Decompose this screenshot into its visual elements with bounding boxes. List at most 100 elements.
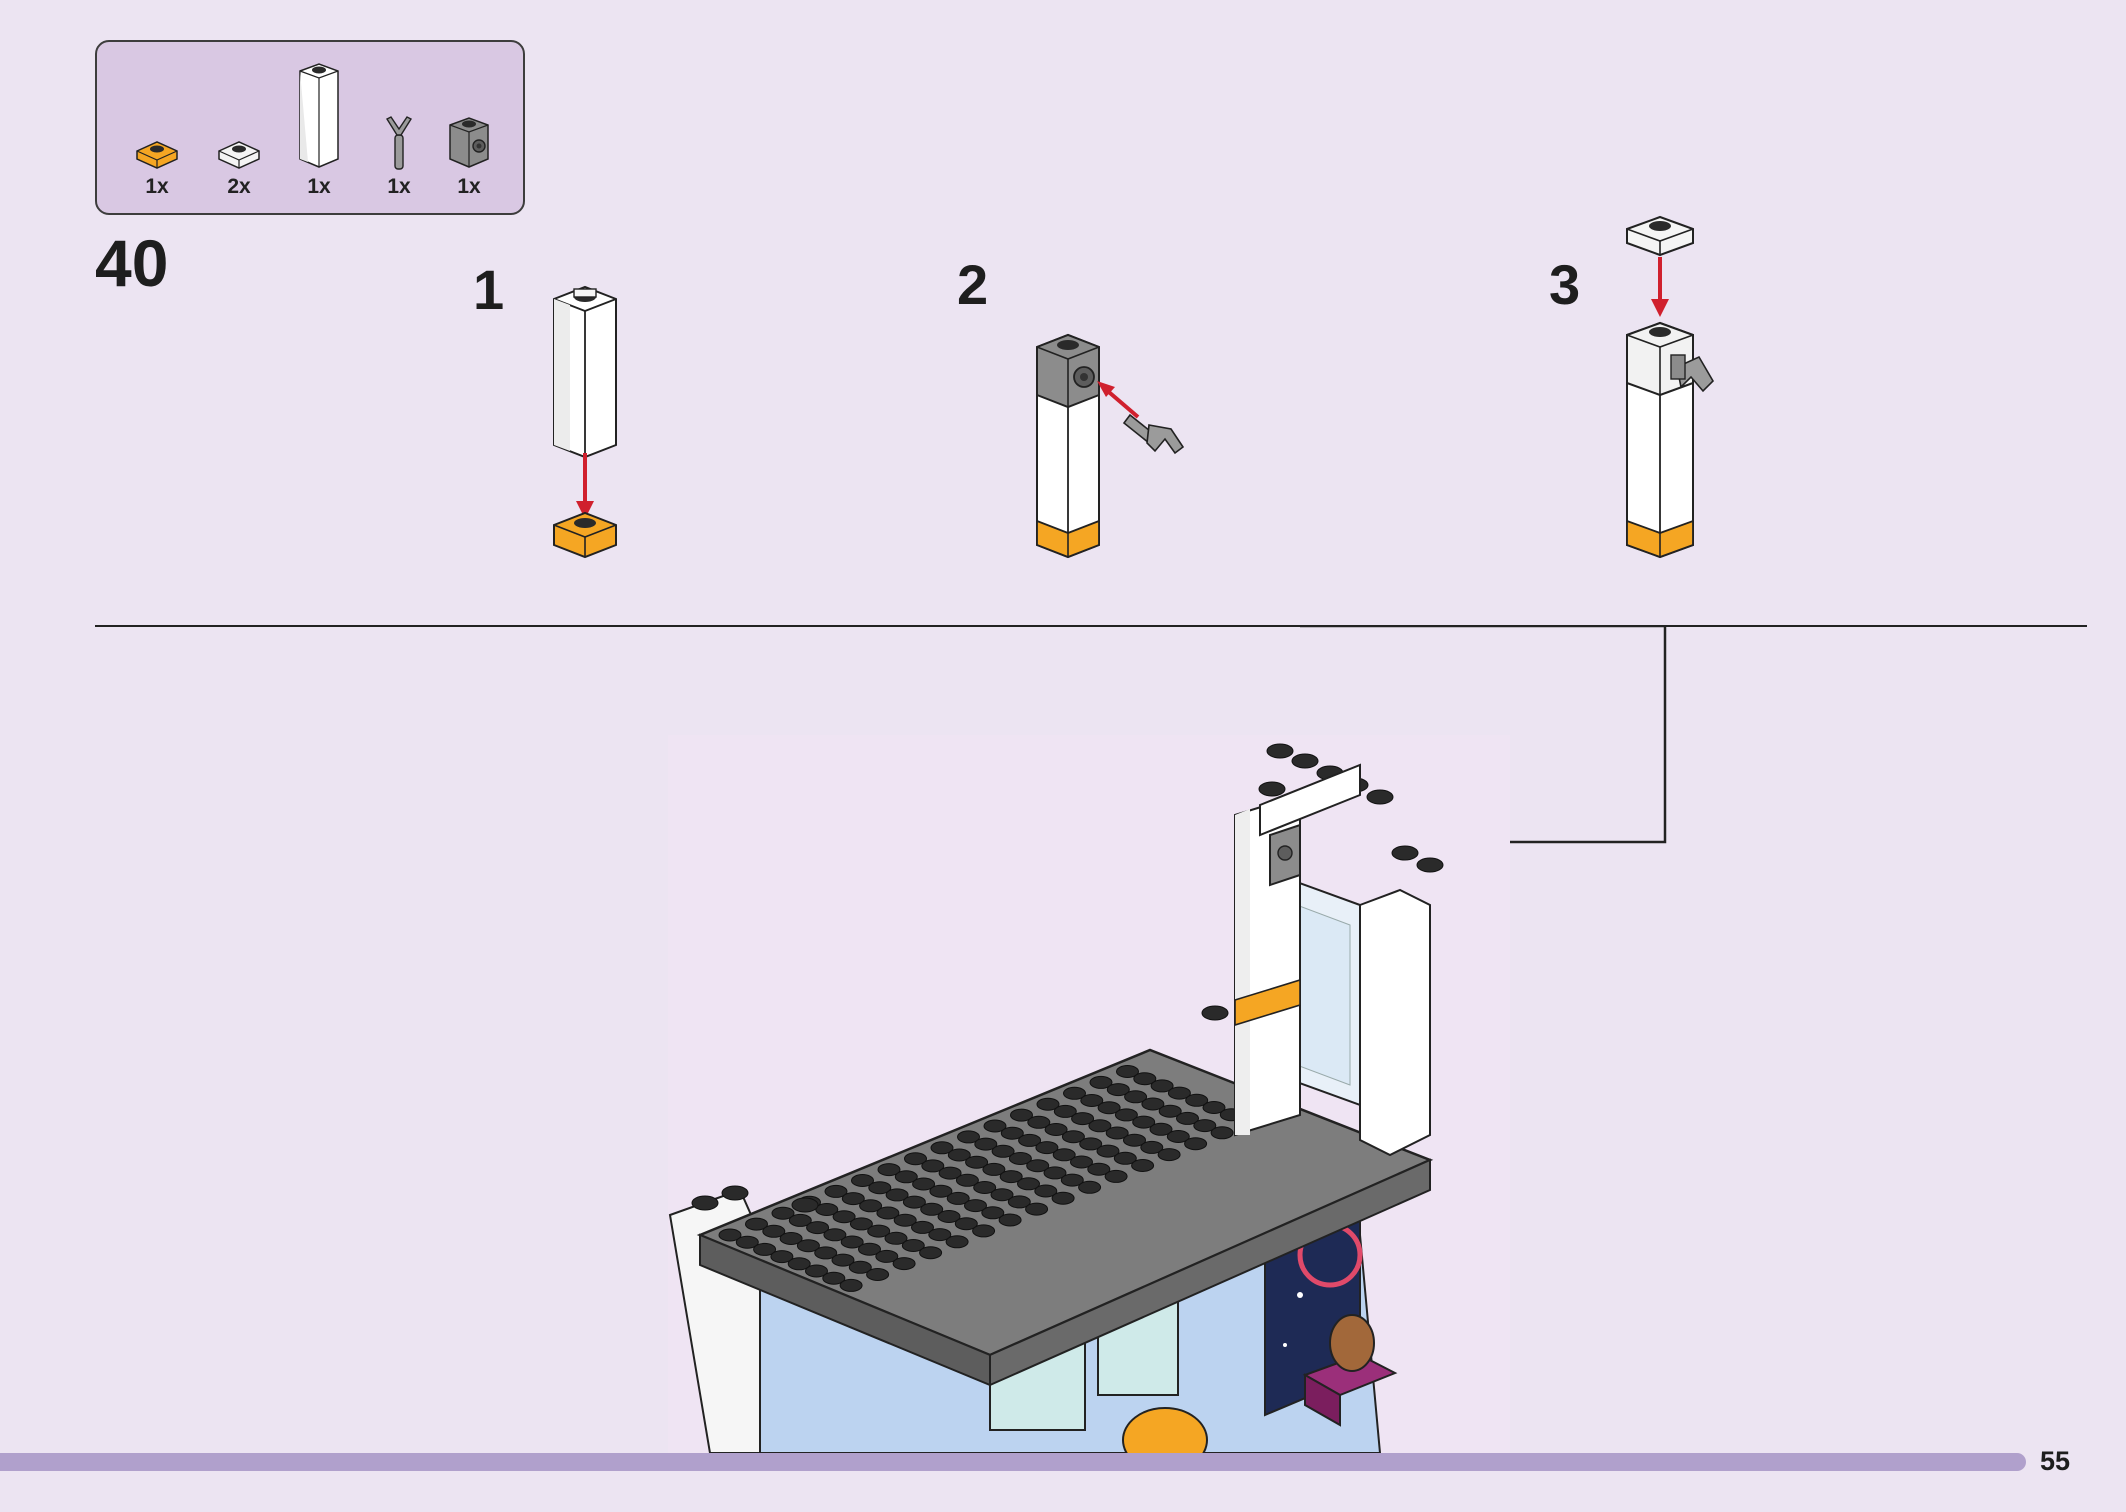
- plate-stud: [866, 1268, 890, 1281]
- plate-stud: [867, 1224, 891, 1238]
- red-arrow-icon: [576, 453, 594, 519]
- plate-stud: [877, 1163, 901, 1177]
- plate-stud: [849, 1217, 873, 1231]
- section-divider: [95, 625, 2087, 627]
- orange-plate-icon: [553, 511, 617, 559]
- plate-stud: [787, 1257, 811, 1271]
- plate-stud: [770, 1250, 794, 1264]
- plate-stud: [884, 1231, 908, 1245]
- plate-stud: [805, 1264, 828, 1278]
- plate-stud: [1079, 1137, 1103, 1151]
- part-quantity: 1x: [145, 175, 169, 198]
- progress-bar: [0, 1453, 2026, 1471]
- plate-stud: [822, 1271, 846, 1285]
- plate-stud: [1008, 1152, 1032, 1165]
- plate-stud: [1017, 1177, 1040, 1191]
- plate-stud: [957, 1130, 980, 1144]
- plate-stud: [1025, 1202, 1049, 1216]
- plate-stud: [885, 1188, 909, 1202]
- plate-stud: [1018, 1133, 1042, 1147]
- plate-stud: [1027, 1115, 1051, 1129]
- plate-stud: [974, 1137, 998, 1151]
- plate-stud: [983, 1119, 1007, 1133]
- plate-stud: [851, 1174, 874, 1187]
- plate-stud: [919, 1246, 943, 1260]
- plate-stud: [1184, 1137, 1208, 1151]
- plate-stud: [893, 1213, 917, 1227]
- main-model-illustration: [668, 735, 1510, 1453]
- plate-stud: [921, 1159, 945, 1173]
- plate-stud: [735, 1235, 759, 1249]
- white-plate-icon: [1626, 215, 1694, 257]
- plate-stud: [954, 1217, 978, 1231]
- plate-stud: [840, 1235, 864, 1249]
- plate-stud: [1053, 1104, 1077, 1118]
- plate-stud: [824, 1184, 848, 1198]
- plate-stud: [1141, 1097, 1165, 1111]
- plate-stud: [718, 1228, 742, 1242]
- part-quantity: 1x: [457, 175, 481, 198]
- part-quantity: 2x: [227, 175, 251, 198]
- plate-stud: [823, 1228, 847, 1242]
- plate-stud: [901, 1239, 925, 1252]
- plate-stud: [1089, 1075, 1113, 1089]
- plate-stud: [990, 1188, 1014, 1202]
- plate-stud: [972, 1224, 996, 1238]
- part-orange-round-plate: 1x: [127, 137, 187, 199]
- plate-stud: [1044, 1123, 1068, 1136]
- grey-side-stud-brick-icon: [449, 117, 489, 168]
- plate-stud: [1071, 1112, 1095, 1126]
- page-number: 55: [2039, 1446, 2070, 1476]
- plate-stud: [831, 1253, 855, 1267]
- plate-stud: [814, 1246, 838, 1260]
- plate-stud: [928, 1228, 952, 1242]
- plate-stud: [1007, 1195, 1031, 1209]
- white-tall-brick-icon: [299, 63, 339, 168]
- grey-clip-bar-icon: [385, 116, 413, 170]
- plate-stud: [876, 1206, 900, 1220]
- plate-stud: [946, 1191, 970, 1205]
- plate-stud: [745, 1217, 768, 1231]
- substep-3-illustration: [1626, 215, 1715, 559]
- plate-stud: [1035, 1141, 1059, 1155]
- plate-stud: [904, 1152, 927, 1166]
- basket: [1329, 1314, 1375, 1372]
- assembled-pillar-icon: [1036, 333, 1100, 559]
- part-grey-clip-bar: 1x: [369, 115, 429, 199]
- plate-stud: [945, 1235, 969, 1249]
- plate-stud: [937, 1210, 961, 1223]
- plate-stud: [1140, 1140, 1164, 1154]
- plate-stud: [920, 1202, 944, 1216]
- part-grey-side-stud-brick: 1x: [439, 115, 499, 199]
- substep-2-illustration: [1036, 333, 1185, 559]
- plate-stud: [859, 1199, 883, 1213]
- plate-stud: [998, 1213, 1022, 1227]
- plate-stud: [1063, 1086, 1086, 1100]
- plate-stud: [1104, 1169, 1128, 1183]
- plate-stud: [1087, 1162, 1111, 1176]
- right-pillar: [1359, 888, 1431, 1157]
- white-tall-brick-icon: [553, 285, 617, 459]
- plate-stud: [1043, 1166, 1067, 1180]
- plate-stud: [753, 1242, 777, 1256]
- plate-stud: [841, 1192, 865, 1206]
- plate-stud: [1150, 1079, 1174, 1093]
- plate-stud: [1185, 1093, 1209, 1107]
- plate-stud: [999, 1170, 1023, 1184]
- plate-stud: [771, 1206, 795, 1220]
- plate-stud: [1105, 1126, 1129, 1140]
- plate-stud: [1114, 1108, 1138, 1122]
- plate-stud: [938, 1166, 962, 1180]
- plate-stud: [1106, 1083, 1130, 1097]
- plate-stud: [1078, 1180, 1102, 1194]
- plate-stud: [1167, 1086, 1191, 1100]
- white-round-plate-icon: [218, 141, 260, 169]
- plate-stud: [892, 1257, 916, 1271]
- plate-stud: [1133, 1072, 1157, 1086]
- plate-stud: [1061, 1130, 1085, 1144]
- plate-stud: [1193, 1119, 1217, 1133]
- plate-stud: [796, 1239, 820, 1253]
- plate-stud: [965, 1155, 989, 1169]
- plate-stud: [929, 1184, 953, 1198]
